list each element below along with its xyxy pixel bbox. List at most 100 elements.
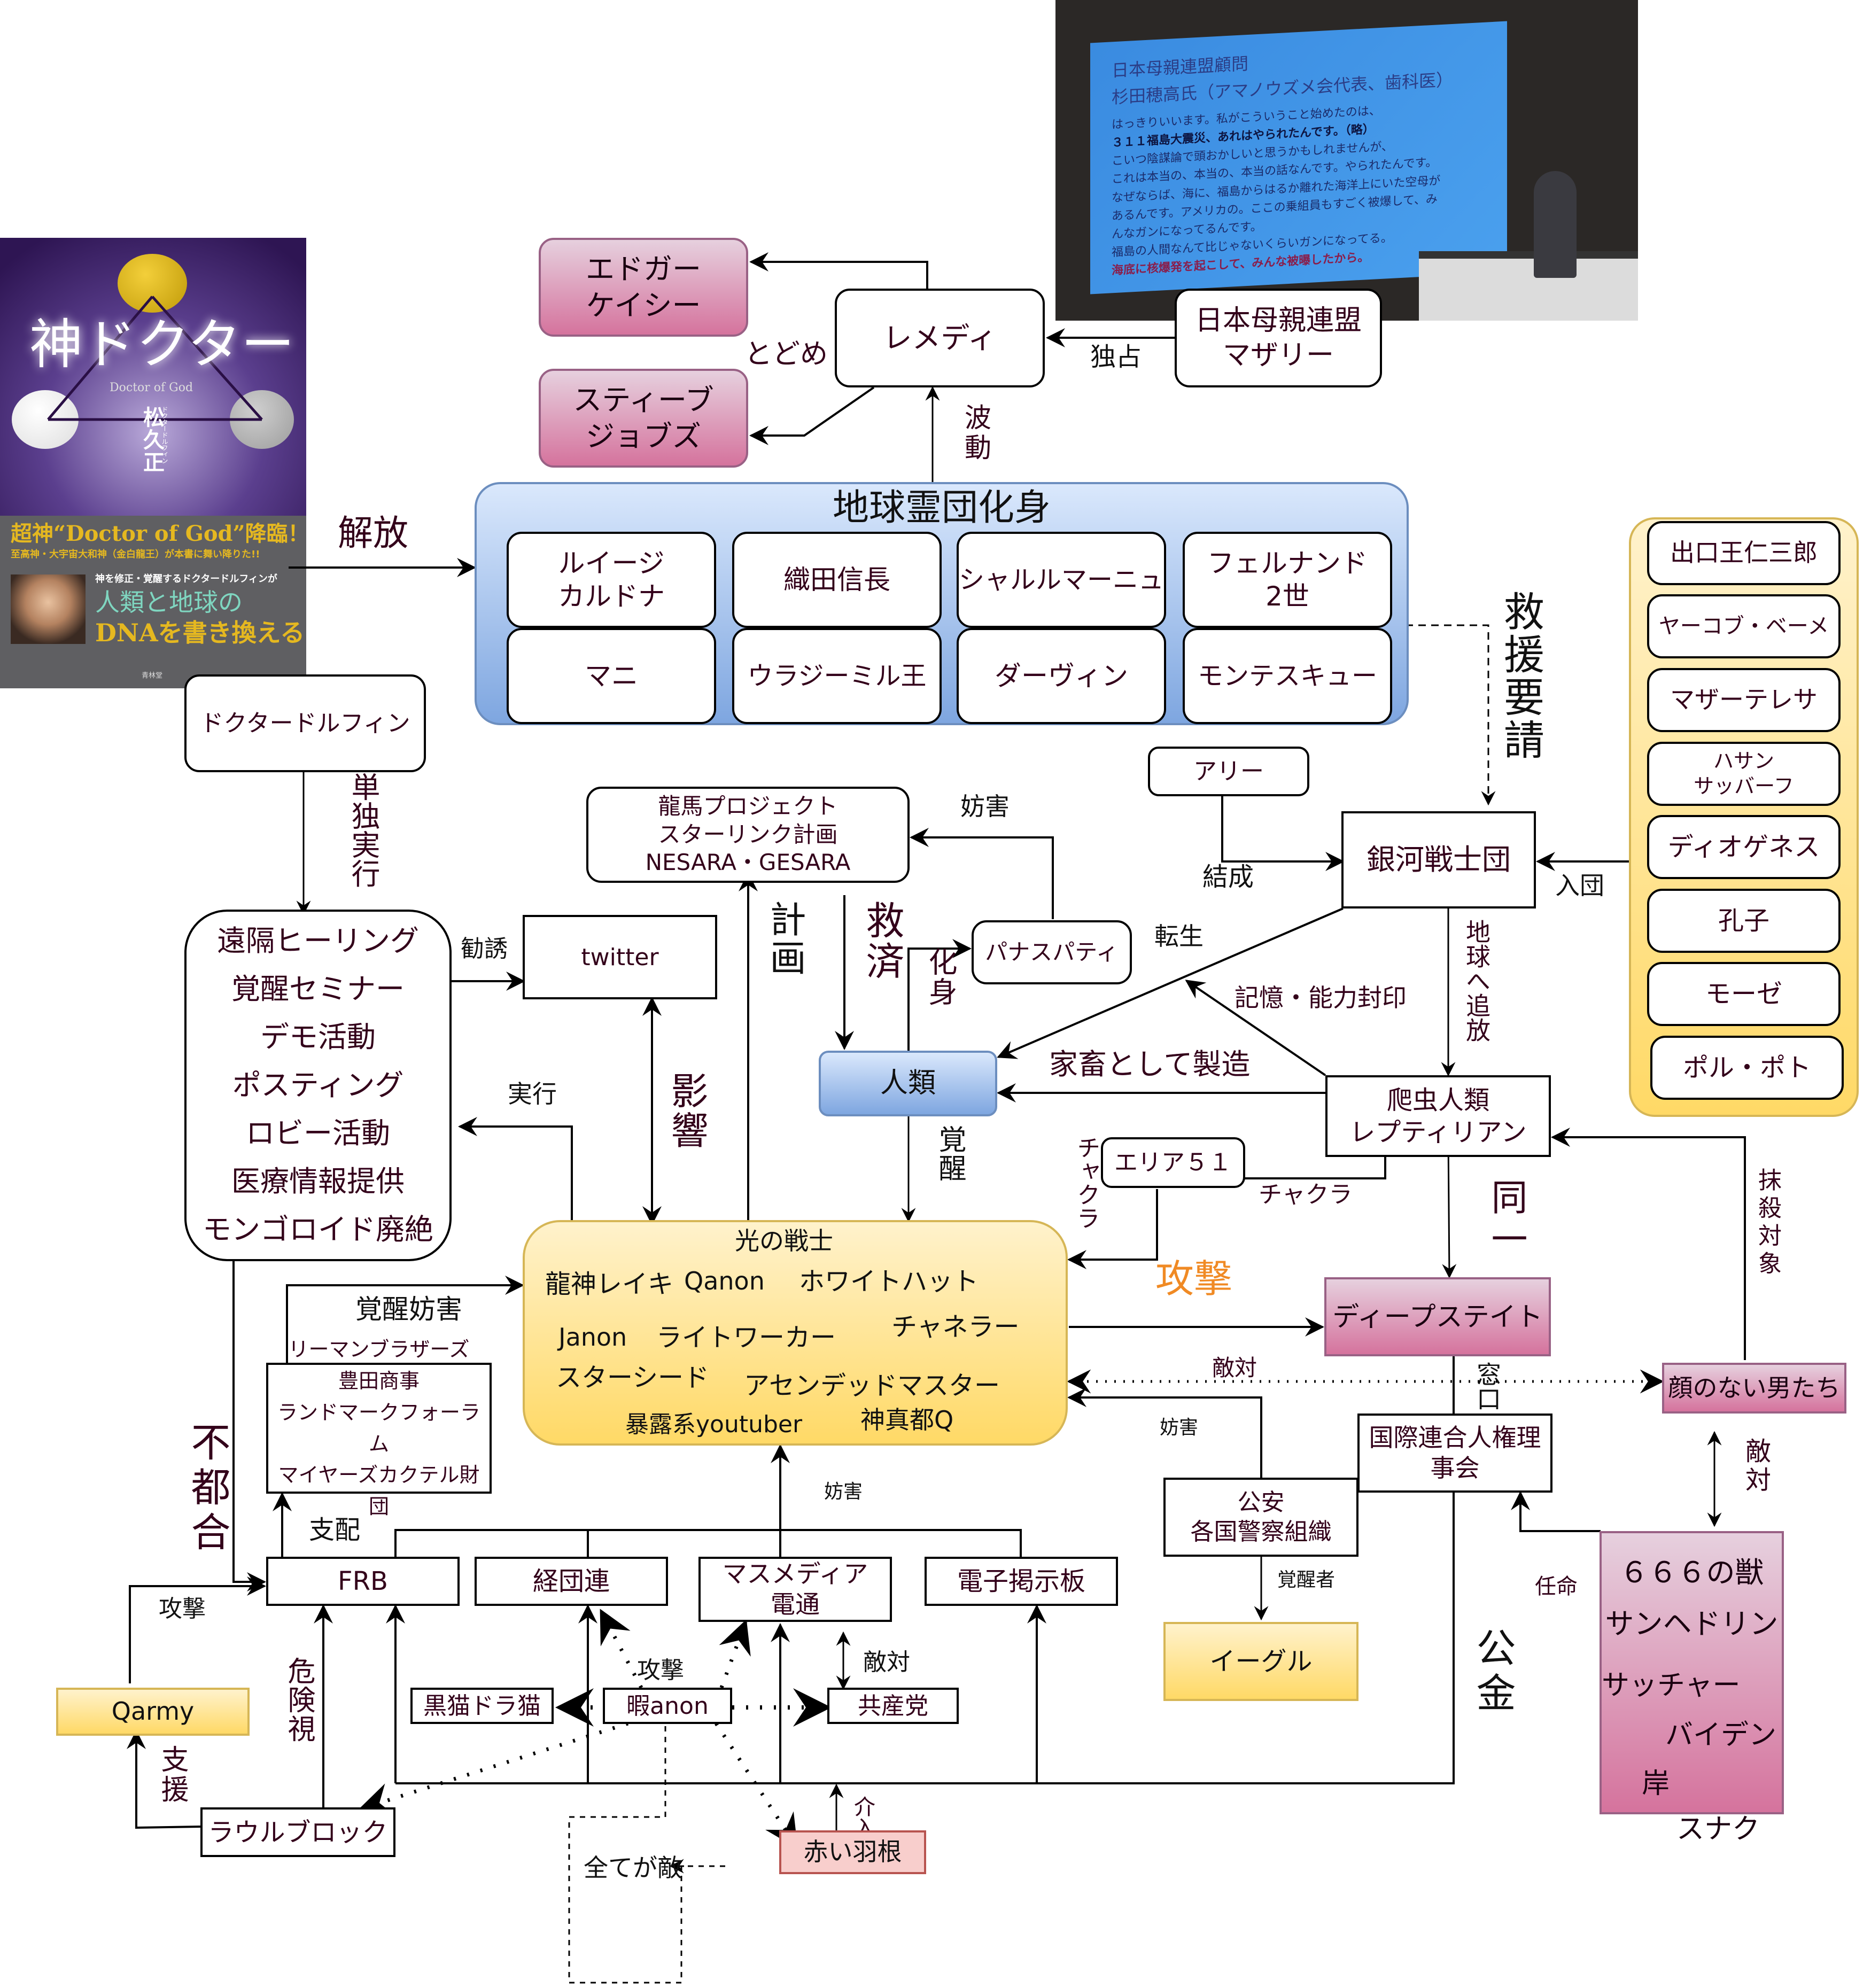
node-montesquieu[interactable]: モンテスキュー	[1183, 628, 1392, 724]
label-kakusei-bogai: 覚醒妨害	[355, 1294, 462, 1325]
node-steve-jobs[interactable]: スティーブ ジョブズ	[539, 369, 748, 468]
node-doctor-dolphin[interactable]: ドクタードルフィン	[184, 674, 426, 772]
node-ryoma-project[interactable]: 龍馬プロジェクト スターリンク計画 NESARA・GESARA	[586, 787, 910, 883]
book-cover-image: 神ドクター Doctor of God 松久正 ドクタードルフィン 超神“Doc…	[0, 238, 306, 688]
node-galactic-warriors[interactable]: 銀河戦士団	[1341, 811, 1536, 908]
node-reptilian[interactable]: 爬虫人類 レプティリアン	[1325, 1075, 1551, 1157]
edge-hima-akaihane	[715, 1722, 798, 1849]
node-deep-state[interactable]: ディープステイト	[1324, 1277, 1551, 1356]
activity-item: 覚醒セミナー	[231, 972, 405, 1006]
node-twitter[interactable]: twitter	[523, 915, 717, 999]
node-ferdinand-ii[interactable]: フェルナンド 2世	[1183, 532, 1392, 628]
warriors-title: 光の戦士	[735, 1226, 833, 1255]
label-keikaku: 計画	[763, 900, 805, 977]
label-ninmei: 任命	[1535, 1574, 1578, 1599]
node-charlemagne[interactable]: シャルルマーニュ	[957, 532, 1166, 628]
warrior-item: 龍神レイキ	[545, 1269, 674, 1299]
activity-item: ロビー活動	[246, 1116, 390, 1151]
label-kioku: 記憶・能力封印	[1235, 983, 1407, 1012]
label-shien: 支援	[156, 1745, 188, 1805]
edge-inconvenient	[232, 1261, 266, 1591]
node-bbs[interactable]: 電子掲示板	[925, 1557, 1118, 1606]
label-bogai-police: 妨害	[1160, 1417, 1199, 1439]
node-unhrc[interactable]: 国際連合人権理 事会	[1357, 1414, 1552, 1493]
node-mass-media[interactable]: マスメディア 電通	[698, 1557, 892, 1622]
gold-circle	[118, 254, 187, 313]
warrior-item: Qanon	[684, 1267, 765, 1295]
node-confucius[interactable]: 孔子	[1647, 889, 1841, 953]
node-keidanren[interactable]: 経団連	[475, 1557, 668, 1606]
node-pol-pot[interactable]: ポル・ポト	[1650, 1036, 1844, 1100]
node-edgar-cayce[interactable]: エドガー ケイシー	[539, 238, 748, 337]
label-kikenshi: 危険視	[283, 1657, 315, 1743]
label-kyusai: 救済	[859, 900, 904, 982]
node-jcp[interactable]: 共産党	[827, 1688, 959, 1724]
node-moses[interactable]: モーゼ	[1647, 962, 1841, 1026]
node-police[interactable]: 公安 各国警察組織	[1163, 1478, 1358, 1557]
label-kessei: 結成	[1202, 862, 1254, 892]
activity-item: 医療情報提供	[231, 1164, 405, 1199]
label-all-enemy: 全てが敵	[584, 1853, 682, 1882]
label-jikko: 実行	[508, 1080, 557, 1108]
node-ally[interactable]: アリー	[1148, 747, 1309, 796]
label-futsugo: 不都合	[184, 1422, 230, 1556]
book-subheadline: 至高神・大宇宙大和神（金白龍王）が本書に舞い降りた!!	[11, 549, 260, 560]
edge-panasupati-ryoma	[910, 828, 1054, 919]
label-tensei: 転生	[1154, 922, 1204, 951]
node-deguchi[interactable]: 出口王仁三郎	[1647, 521, 1841, 585]
warrior-item: アセンデッドマスター	[744, 1371, 1000, 1401]
node-vladimir[interactable]: ウラジーミル王	[732, 628, 942, 724]
label-kogeki-hima: 攻撃	[637, 1657, 684, 1684]
edge-appoint	[1511, 1491, 1601, 1532]
node-faceless-men[interactable]: 顔のない男たち	[1662, 1363, 1846, 1414]
node-red-feather[interactable]: 赤い羽根	[779, 1830, 926, 1874]
activity-item: デモ活動	[260, 1020, 376, 1054]
edge-formation	[1221, 796, 1345, 871]
label-kokin: 公金	[1470, 1627, 1516, 1717]
node-remedy[interactable]: レメディ	[835, 289, 1045, 387]
label-chakra-v: チャクラ	[1073, 1136, 1100, 1230]
beast-item: スナク	[1676, 1813, 1760, 1845]
node-activities[interactable]: 遠隔ヒーリング 覚醒セミナー デモ活動 ポスティング ロビー活動 医療情報提供 …	[184, 910, 452, 1261]
node-diogenes[interactable]: ディオゲネス	[1647, 815, 1841, 879]
label-kakuseisha: 覚醒者	[1277, 1569, 1336, 1591]
book-author: 松久正	[139, 406, 164, 473]
edge-rescue-request	[1406, 624, 1496, 806]
edge-bus-top	[394, 1529, 1022, 1557]
node-hima-anon[interactable]: 暇anon	[603, 1688, 732, 1724]
node-beast-666[interactable]: ６６６の獣 サンヘドリン サッチャー バイデン 岸 スナク	[1600, 1531, 1784, 1845]
node-mani[interactable]: マニ	[507, 628, 716, 724]
node-qarmy[interactable]: Qarmy	[56, 1688, 250, 1736]
node-mother-teresa[interactable]: マザーテレサ	[1647, 668, 1841, 732]
node-eagle[interactable]: イーグル	[1163, 1622, 1358, 1701]
node-hassan-sabbah[interactable]: ハサン サッバーフ	[1647, 742, 1841, 806]
label-kyuen-yosei: 救援要請	[1497, 591, 1544, 762]
label-kaiho: 解放	[338, 512, 408, 554]
node-darwin[interactable]: ダーヴィン	[957, 628, 1166, 724]
node-raoul-block[interactable]: ラウルブロック	[200, 1807, 395, 1857]
edge-incarnation	[907, 939, 972, 1080]
activity-item: 遠隔ヒーリング	[217, 924, 419, 958]
node-frb[interactable]: FRB	[266, 1557, 460, 1606]
label-chakra-h: チャクラ	[1259, 1181, 1353, 1208]
node-mothers-league[interactable]: 日本母親連盟 マザリー	[1175, 289, 1382, 387]
node-kuroneko[interactable]: 黒猫ドラ猫	[410, 1688, 554, 1724]
label-dokusen: 独占	[1090, 342, 1142, 372]
node-panasupati[interactable]: パナスパティ	[972, 920, 1132, 984]
group-warriors-of-light[interactable]	[523, 1220, 1068, 1446]
edge-reincarnation	[997, 907, 1344, 1059]
label-massatsu: 抹殺対象	[1754, 1168, 1781, 1279]
speaker	[1534, 171, 1577, 278]
node-jakob-bohme[interactable]: ヤーコブ・ベーメ	[1647, 594, 1841, 658]
label-bogai-media: 妨害	[824, 1481, 863, 1503]
book-cover-bottom: 超神“Doctor of God”降臨！ 至高神・大宇宙大和神（金白龍王）が本書…	[0, 516, 306, 688]
edge-police-warriors	[1067, 1388, 1262, 1478]
node-area51[interactable]: エリア５１	[1101, 1137, 1245, 1188]
node-luigi-cardona[interactable]: ルイージ カルドナ	[507, 532, 716, 628]
node-corporations[interactable]: リーマンブラザーズ 豊田商事 ランドマークフォーラム マイヤーズカクテル財団	[266, 1338, 492, 1518]
label-tandoku: 単独実行	[346, 772, 380, 888]
node-oda-nobunaga[interactable]: 織田信長	[732, 532, 942, 628]
node-humanity[interactable]: 人類	[819, 1051, 997, 1116]
label-tsuiho: 地球へ追放	[1462, 919, 1491, 1042]
book-main-copy-2: DNAを書き換える	[95, 618, 305, 647]
